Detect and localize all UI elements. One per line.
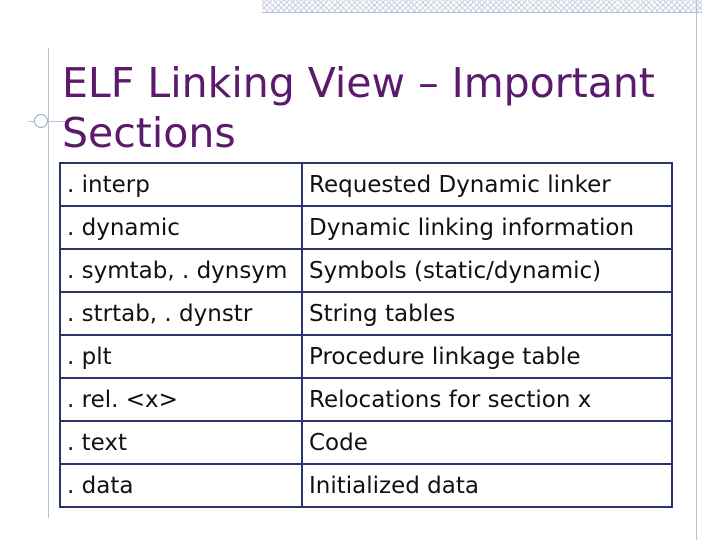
table-row: . rel. <x> Relocations for section x xyxy=(59,377,673,422)
right-guide-line xyxy=(696,0,697,540)
section-name: . strtab, . dynstr xyxy=(59,291,303,336)
sections-table: . interp Requested Dynamic linker . dyna… xyxy=(59,162,673,508)
slide-title: ELF Linking View – Important Sections xyxy=(62,59,655,157)
table-row: . strtab, . dynstr String tables xyxy=(59,291,673,336)
section-description: Relocations for section x xyxy=(301,377,673,422)
section-name: . data xyxy=(59,463,303,508)
section-description: Code xyxy=(301,420,673,465)
title-guide-line xyxy=(28,121,68,122)
header-hatch-band xyxy=(262,0,702,13)
section-description: Procedure linkage table xyxy=(301,334,673,379)
section-description: String tables xyxy=(301,291,673,336)
section-description: Requested Dynamic linker xyxy=(301,162,673,207)
section-description: Initialized data xyxy=(301,463,673,508)
left-guide-line xyxy=(48,48,49,518)
table-row: . data Initialized data xyxy=(59,463,673,508)
section-name: . symtab, . dynsym xyxy=(59,248,303,293)
section-name: . text xyxy=(59,420,303,465)
table-row: . symtab, . dynsym Symbols (static/dynam… xyxy=(59,248,673,293)
section-name: . dynamic xyxy=(59,205,303,250)
section-description: Symbols (static/dynamic) xyxy=(301,248,673,293)
table-row: . dynamic Dynamic linking information xyxy=(59,205,673,250)
section-description: Dynamic linking information xyxy=(301,205,673,250)
section-name: . interp xyxy=(59,162,303,207)
section-name: . rel. <x> xyxy=(59,377,303,422)
table-row: . interp Requested Dynamic linker xyxy=(59,162,673,207)
table-row: . plt Procedure linkage table xyxy=(59,334,673,379)
section-name: . plt xyxy=(59,334,303,379)
bullet-circle-icon xyxy=(34,114,48,128)
table-row: . text Code xyxy=(59,420,673,465)
